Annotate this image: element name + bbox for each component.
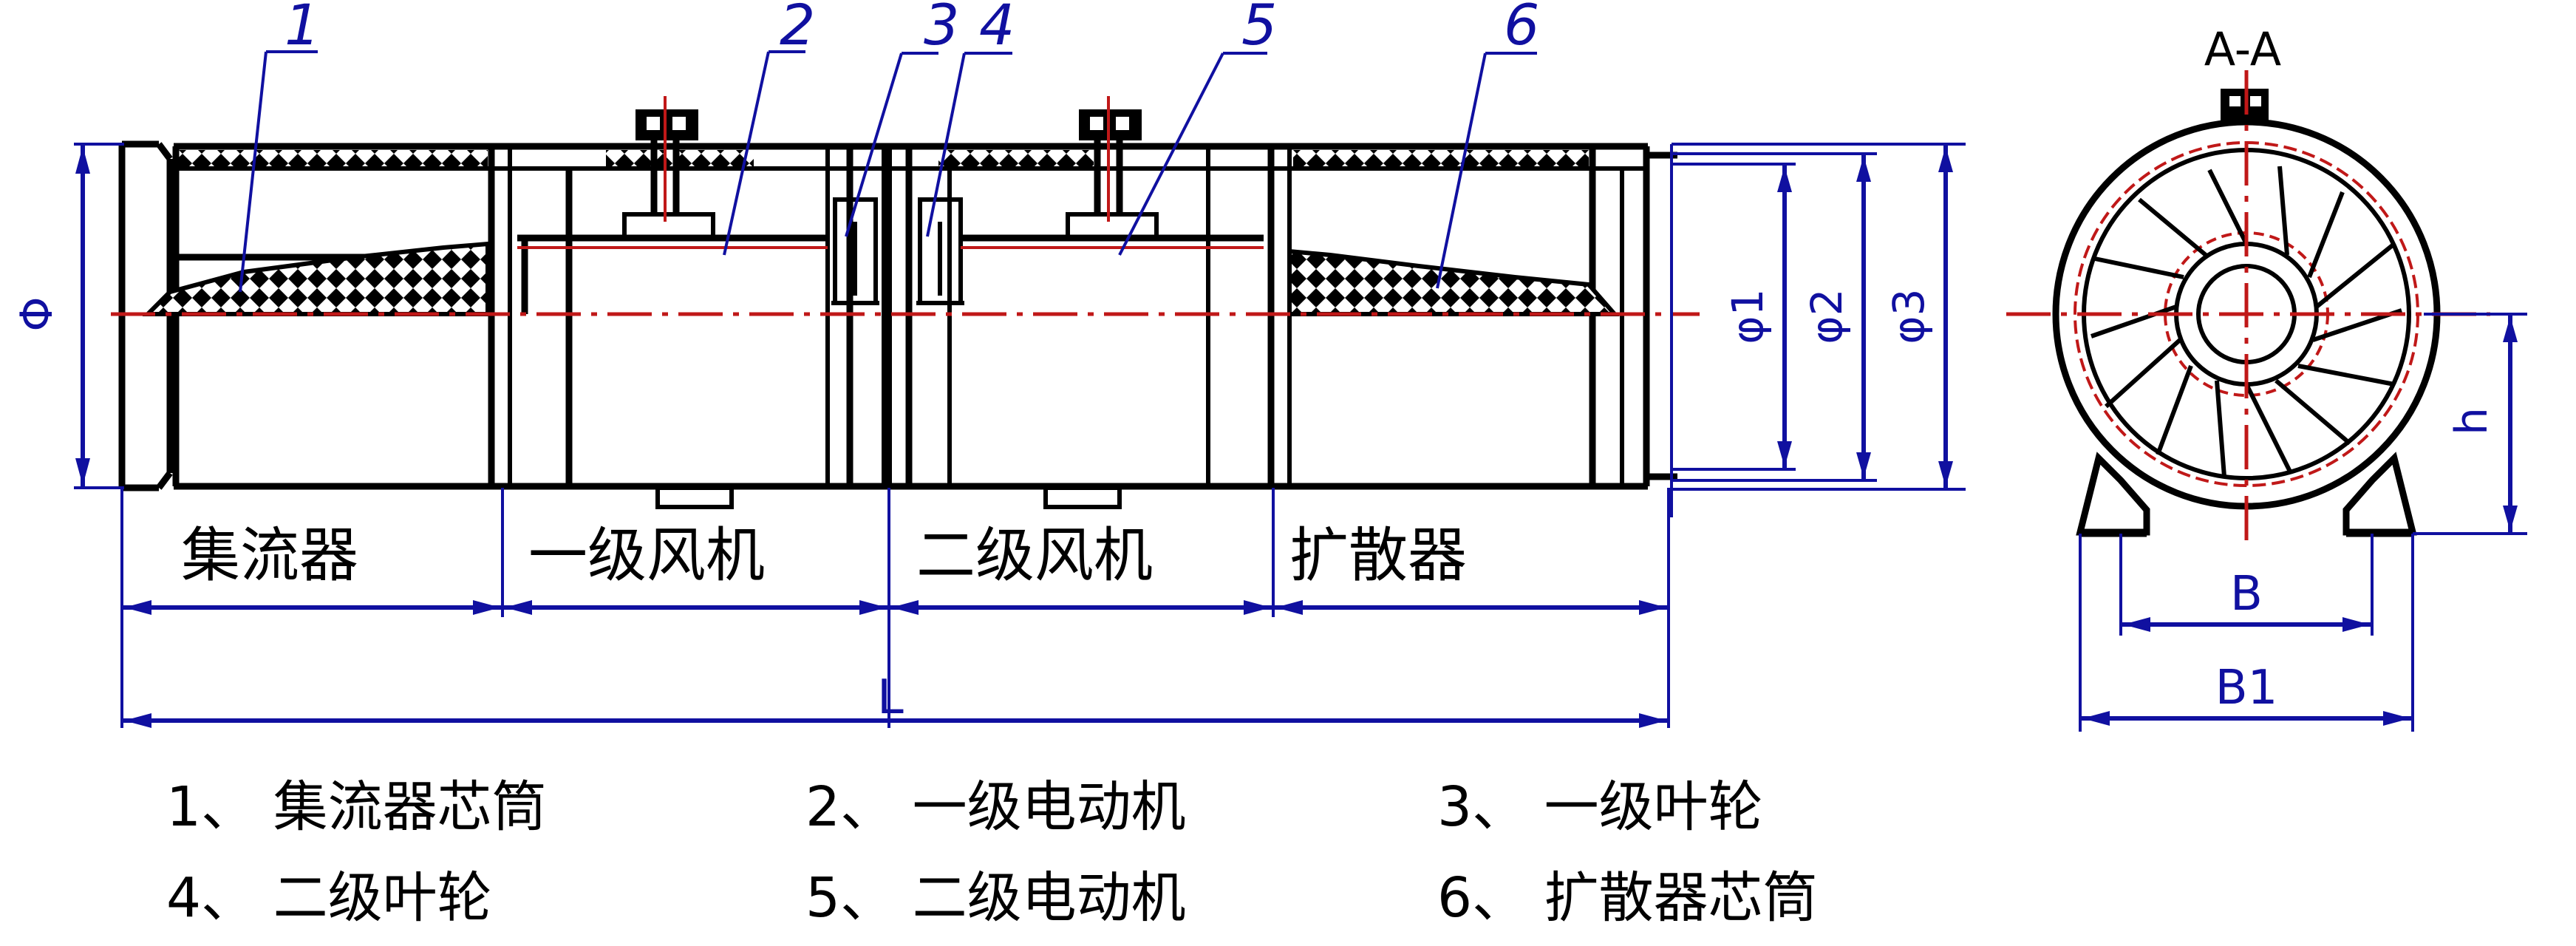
legend-text: 扩散器芯筒 xyxy=(1544,866,1818,930)
section-label-fan-stage-2: 二级风机 xyxy=(916,521,1153,590)
motor-stage-2-part-5 xyxy=(961,96,1264,509)
outlet-diameter-dimensions: φ1 φ2 φ3 xyxy=(1670,143,1966,517)
svg-text:4: 4 xyxy=(979,0,1015,58)
svg-text:B: B xyxy=(2230,567,2263,622)
svg-text:3: 3 xyxy=(924,0,959,58)
collector-core-part-1 xyxy=(142,241,490,316)
legend-item-1: 1、 集流器芯筒 xyxy=(166,780,547,834)
inlet-diameter-dimension: Φ xyxy=(11,143,124,489)
legend-item-6: 6、 扩散器芯筒 xyxy=(1437,871,1818,925)
legend-num: 3、 xyxy=(1437,775,1527,839)
svg-text:2: 2 xyxy=(780,0,815,58)
side-view xyxy=(111,96,1700,509)
section-label-collector: 集流器 xyxy=(181,521,358,590)
impellers-part-3-4 xyxy=(831,197,964,305)
section-view-a-a: A-A xyxy=(2006,22,2527,732)
legend-item-4: 4、 二级叶轮 xyxy=(166,871,492,925)
motor-stage-1-part-2 xyxy=(517,96,828,509)
legend-text: 二级叶轮 xyxy=(273,866,492,930)
section-flanges xyxy=(172,146,1650,486)
legend-text: 一级叶轮 xyxy=(1544,775,1763,839)
svg-text:φ2: φ2 xyxy=(1802,288,1852,344)
legend-text: 一级电动机 xyxy=(912,775,1186,839)
svg-text:Φ: Φ xyxy=(11,296,63,331)
legend-num: 5、 xyxy=(805,866,896,930)
legend-item-3: 3、 一级叶轮 xyxy=(1437,780,1763,834)
svg-text:6: 6 xyxy=(1504,0,1539,58)
svg-text:B1: B1 xyxy=(2215,661,2278,715)
legend-num: 4、 xyxy=(166,866,256,930)
legend-num: 1、 xyxy=(166,775,256,839)
svg-text:1: 1 xyxy=(284,0,320,58)
part-callouts: 1 2 3 4 5 6 xyxy=(239,0,1539,293)
svg-text:L: L xyxy=(877,670,904,725)
svg-text:A-A: A-A xyxy=(2204,22,2281,76)
svg-text:5: 5 xyxy=(1241,0,1277,58)
section-length-dimensions: L xyxy=(120,488,1670,728)
svg-text:h: h xyxy=(2446,407,2498,435)
section-label-fan-stage-1: 一级风机 xyxy=(528,521,765,590)
legend-num: 6、 xyxy=(1437,866,1527,930)
section-label-diffuser: 扩散器 xyxy=(1289,521,1467,590)
svg-text:φ3: φ3 xyxy=(1884,288,1934,344)
diffuser-core-part-6 xyxy=(1287,248,1620,316)
legend-num: 2、 xyxy=(805,775,896,839)
legend-item-5: 5、 二级电动机 xyxy=(805,871,1186,925)
svg-text:φ1: φ1 xyxy=(1723,288,1773,344)
legend-item-2: 2、 一级电动机 xyxy=(805,780,1186,834)
legend-text: 集流器芯筒 xyxy=(273,775,547,839)
legend-text: 二级电动机 xyxy=(912,866,1186,930)
